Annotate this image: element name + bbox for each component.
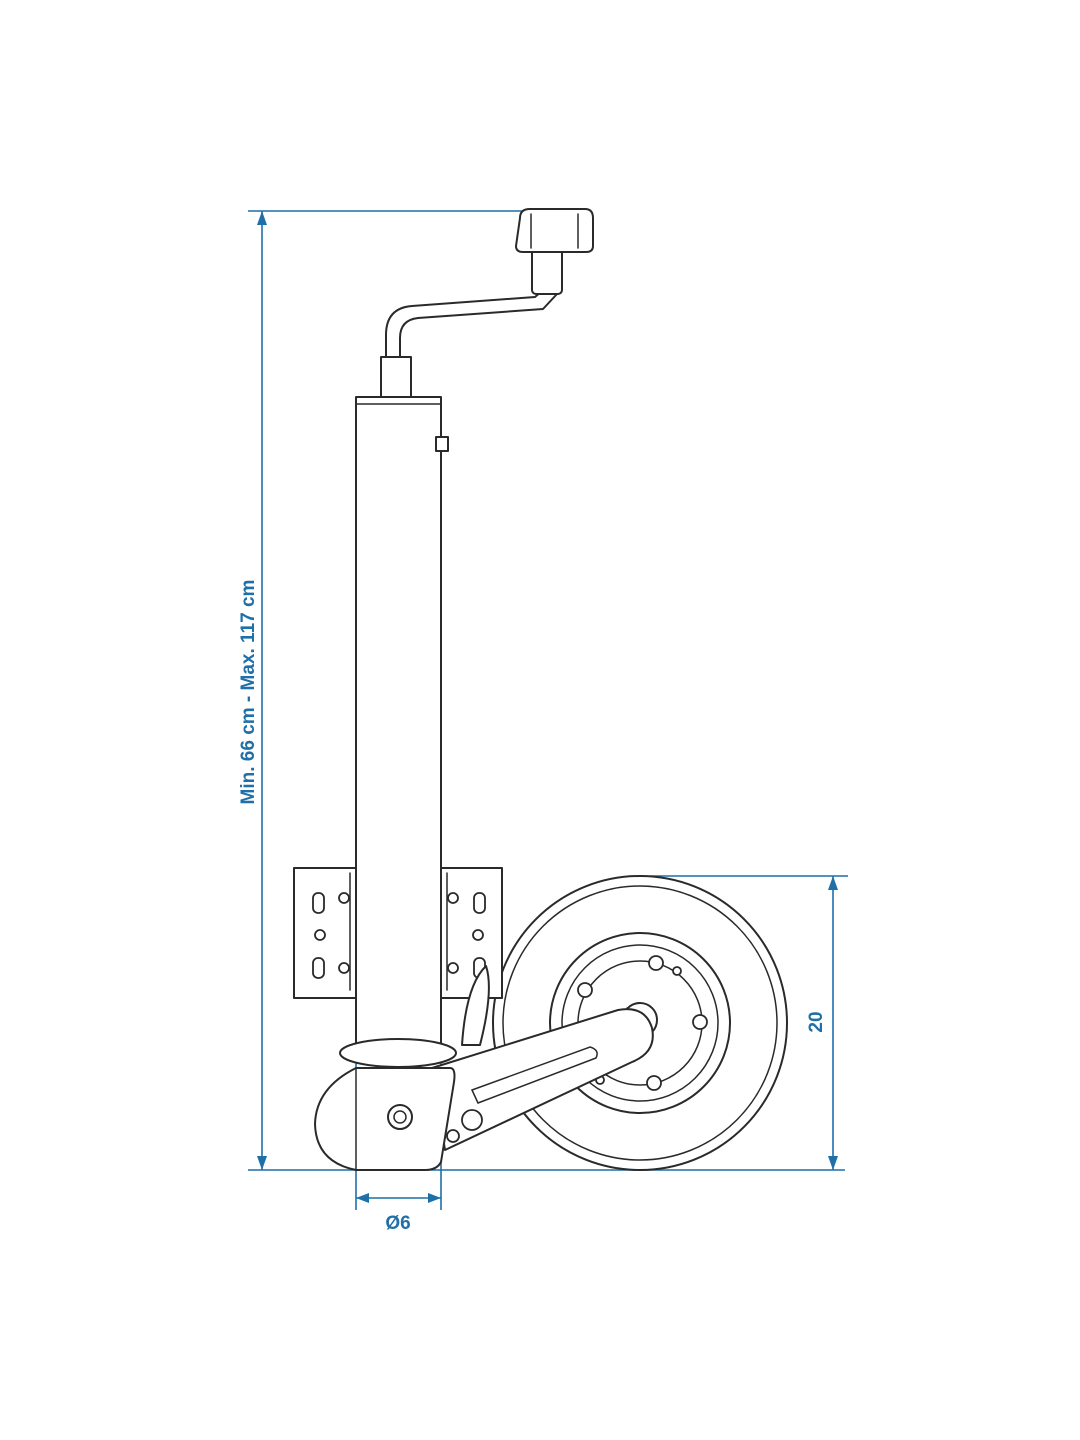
- bracket-hole: [472, 929, 484, 941]
- bracket-slot: [473, 892, 486, 914]
- height-label: Min. 66 cm - Max. 117 cm: [238, 580, 259, 805]
- rim-hole: [692, 1014, 708, 1030]
- arm-hole: [446, 1129, 460, 1143]
- arm-hole: [461, 1109, 483, 1131]
- rim-hole: [648, 955, 664, 971]
- pivot-bolt: [387, 1104, 413, 1130]
- pivot-bolt-inner: [393, 1110, 407, 1124]
- bracket-hole: [447, 962, 459, 974]
- arm-plate: [431, 1008, 654, 1151]
- tube-label: Ø6: [385, 1213, 410, 1234]
- arm-slot: [470, 1046, 598, 1104]
- bracket-hole: [447, 892, 459, 904]
- tire-inner: [502, 885, 778, 1161]
- rim-hole: [672, 966, 682, 976]
- bracket-slot: [312, 957, 325, 979]
- tube-body: [355, 396, 442, 1048]
- height-dimension: Min. 66 cm - Max. 117 cm: [238, 210, 845, 1171]
- crank-knob: [515, 208, 594, 253]
- bracket-hole: [338, 962, 350, 974]
- tube-screw: [435, 436, 449, 452]
- wheel-label: 20: [806, 1011, 827, 1032]
- rim-hole: [577, 982, 593, 998]
- foot-housing: [314, 1067, 456, 1171]
- bracket-hole: [314, 929, 326, 941]
- height-arrow-top: [257, 211, 267, 225]
- crank-collar: [380, 356, 412, 398]
- tube-collar: [339, 1038, 457, 1068]
- wheel-dimension: 20: [650, 875, 848, 1170]
- tube-arrow-right: [428, 1193, 441, 1203]
- crank-handle: [380, 208, 594, 398]
- bracket-hole: [338, 892, 350, 904]
- height-arrow-bottom: [257, 1156, 267, 1170]
- tube-arrow-left: [356, 1193, 369, 1203]
- rim-inner: [561, 944, 719, 1102]
- rim-hole: [646, 1075, 662, 1091]
- wheel-arrow-top: [828, 876, 838, 890]
- crank-arm: [385, 285, 558, 358]
- release-lever: [461, 965, 490, 1046]
- swing-arm: [314, 965, 654, 1171]
- wheel-arrow-bottom: [828, 1156, 838, 1170]
- bracket-slot: [312, 892, 325, 914]
- main-tube: [349, 396, 449, 1048]
